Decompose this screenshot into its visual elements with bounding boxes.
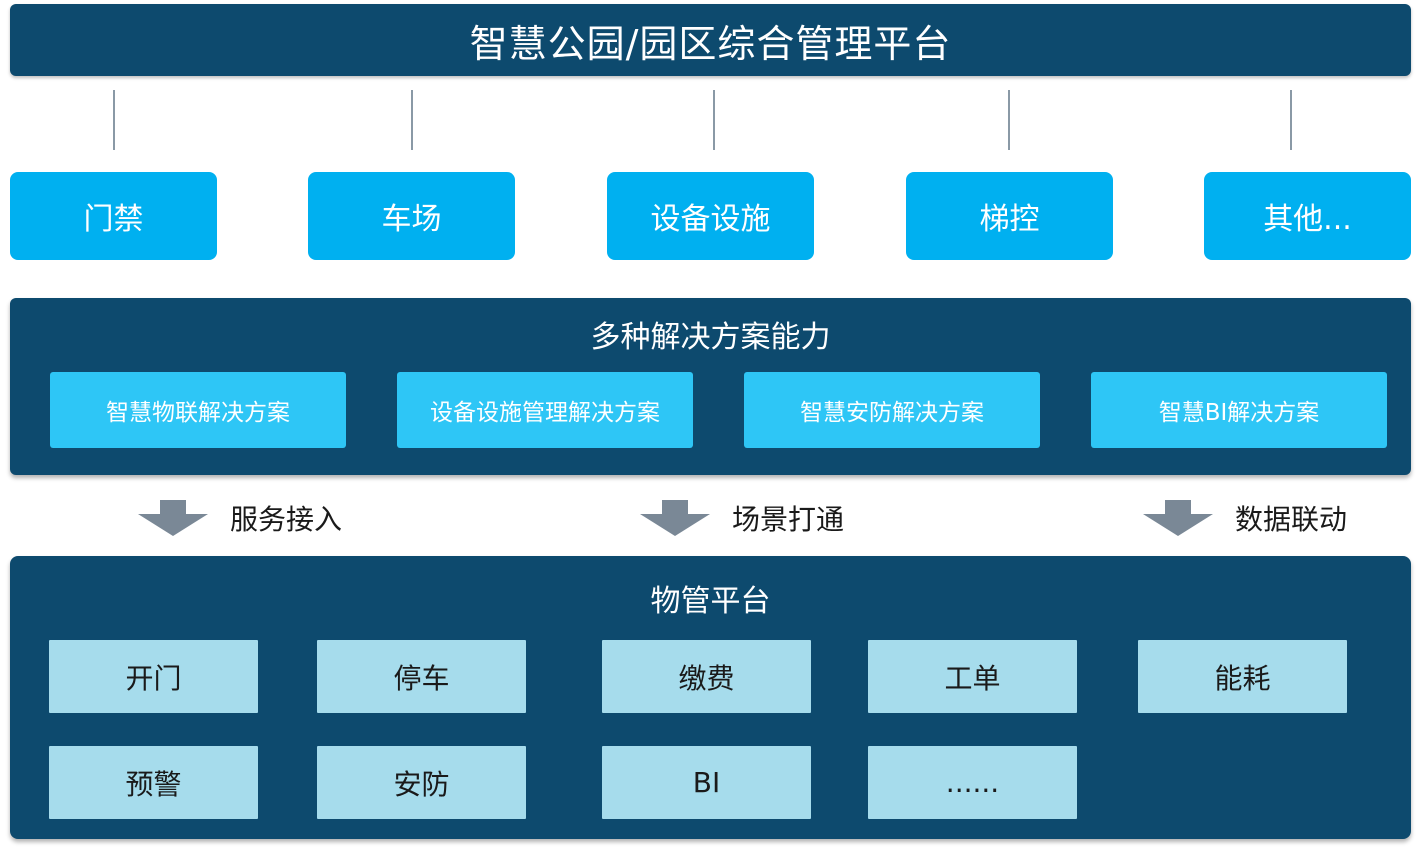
function-energy: 能耗 <box>1138 640 1347 713</box>
function-more: ...... <box>868 746 1077 819</box>
module-facilities: 设备设施 <box>607 172 814 260</box>
module-parking: 车场 <box>308 172 515 260</box>
flow-label: 服务接入 <box>230 503 343 536</box>
property-platform-panel: 物管平台 开门 停车 缴费 工单 能耗 预警 安防 BI ...... <box>10 556 1411 839</box>
solution-security: 智慧安防解决方案 <box>744 372 1040 448</box>
function-alert: 预警 <box>49 746 258 819</box>
connector-line-3 <box>713 90 715 150</box>
connector-line-5 <box>1290 90 1292 150</box>
flow-service-access: 服务接入 <box>138 500 342 536</box>
function-work-order: 工单 <box>868 640 1077 713</box>
solutions-title: 多种解决方案能力 <box>590 320 831 355</box>
flow-scene-connect: 场景打通 <box>640 500 844 536</box>
function-security: 安防 <box>317 746 526 819</box>
solution-iot: 智慧物联解决方案 <box>50 372 346 448</box>
module-elevator-control: 梯控 <box>906 172 1113 260</box>
function-bi: BI <box>602 746 811 819</box>
flow-data-linkage: 数据联动 <box>1143 500 1347 536</box>
connector-line-1 <box>113 90 115 150</box>
down-arrow-icon <box>640 500 710 536</box>
flow-label: 场景打通 <box>732 503 845 536</box>
module-others: 其他... <box>1204 172 1411 260</box>
function-open-door: 开门 <box>49 640 258 713</box>
flow-label: 数据联动 <box>1235 503 1348 536</box>
function-parking: 停车 <box>317 640 526 713</box>
down-arrow-icon <box>138 500 208 536</box>
solution-bi: 智慧BI解决方案 <box>1091 372 1387 448</box>
module-access-control: 门禁 <box>10 172 217 260</box>
platform-title: 物管平台 <box>650 584 771 619</box>
solutions-panel: 多种解决方案能力 智慧物联解决方案 设备设施管理解决方案 智慧安防解决方案 智慧… <box>10 298 1411 475</box>
platform-header: 智慧公园/园区综合管理平台 <box>10 4 1411 76</box>
solution-facility-management: 设备设施管理解决方案 <box>397 372 693 448</box>
down-arrow-icon <box>1143 500 1213 536</box>
connector-line-4 <box>1008 90 1010 150</box>
function-payment: 缴费 <box>602 640 811 713</box>
connector-line-2 <box>411 90 413 150</box>
